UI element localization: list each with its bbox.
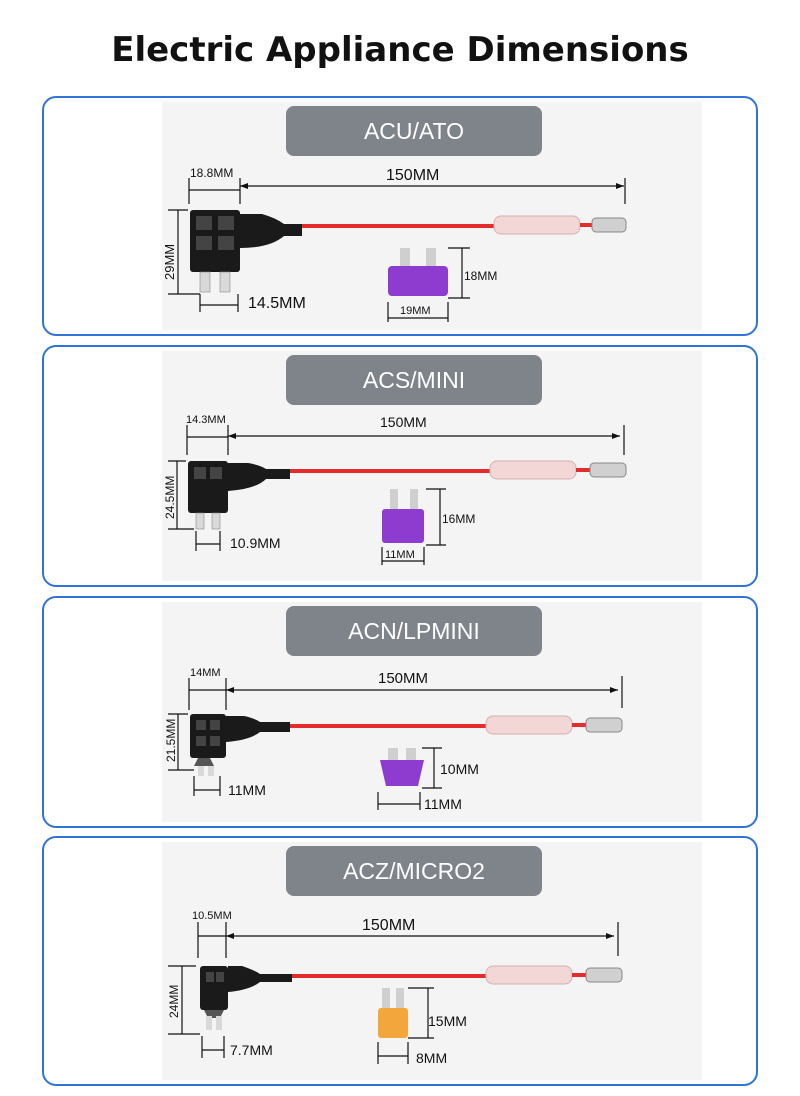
prong-width-dimension: 10.9MM <box>195 531 281 551</box>
fuse-holder <box>190 210 302 293</box>
holder-width-label: 14.3MM <box>186 414 226 426</box>
wire-and-terminal <box>290 460 627 480</box>
panel-acs-mini: ACS/MINI 14.3MM 150MM 24.5MM <box>42 345 758 587</box>
fuse-height-dimension: 10MM <box>422 747 479 789</box>
fuse-height-dimension: 15MM <box>408 987 467 1039</box>
fuse-width-label: 8MM <box>416 1050 447 1066</box>
holder-width-label: 10.5MM <box>192 910 232 922</box>
fuse-tap-diagram: 10.5MM 150MM 24MM 7.7MM <box>167 910 623 1066</box>
holder-height-dimension: 21.5MM <box>164 713 194 771</box>
fuse-width-dimension: 11MM <box>377 792 462 812</box>
holder-width-dimension: 14MM <box>188 667 227 710</box>
cable-length-label: 150MM <box>378 670 428 687</box>
fuse-type-label: ACZ/MICRO2 <box>286 846 542 896</box>
holder-height-label: 24.5MM <box>163 476 177 519</box>
holder-width-dimension: 18.8MM <box>188 166 241 204</box>
prong-width-dimension: 7.7MM <box>201 1036 273 1058</box>
fuse-height-label: 18MM <box>464 269 497 283</box>
fuse-blade <box>382 489 424 543</box>
fuse-type-label: ACN/LPMINI <box>286 606 542 656</box>
holder-width-dimension: 14.3MM <box>186 414 229 455</box>
prong-width-label: 10.9MM <box>230 535 281 551</box>
holder-height-label: 29MM <box>162 244 177 280</box>
fuse-width-label: 11MM <box>385 549 415 561</box>
cable-length-label: 150MM <box>362 917 415 934</box>
cable-length-dimension: 150MM <box>226 670 623 708</box>
cable-length-dimension: 150MM <box>228 414 625 455</box>
fuse-width-dimension: 19MM <box>387 302 449 322</box>
holder-width-dimension: 10.5MM <box>192 910 232 958</box>
fuse-blade <box>378 988 408 1038</box>
holder-width-label: 14MM <box>190 667 221 679</box>
prong-width-dimension: 14.5MM <box>199 294 306 312</box>
fuse-blade <box>380 748 424 786</box>
prong-width-label: 7.7MM <box>230 1042 273 1058</box>
fuse-width-dimension: 8MM <box>377 1042 447 1066</box>
wire-and-terminal <box>302 215 627 235</box>
fuse-height-label: 10MM <box>440 761 479 777</box>
prong-width-label: 14.5MM <box>248 295 306 312</box>
fuse-tap-diagram: 14.3MM 150MM 24.5MM 10.9MM <box>163 414 627 565</box>
fuse-height-label: 15MM <box>428 1013 467 1029</box>
fuse-type-label: ACU/ATO <box>286 106 542 156</box>
fuse-tap-diagram: 18.8MM 150MM 29MM <box>162 166 627 322</box>
fuse-height-label: 16MM <box>442 512 475 526</box>
fuse-holder <box>190 714 290 776</box>
panel-acz-micro2: ACZ/MICRO2 10.5MM 150MM 24MM <box>42 836 758 1086</box>
fuse-height-dimension: 18MM <box>448 247 497 299</box>
holder-height-label: 24MM <box>167 985 181 1018</box>
cable-length-dimension: 150MM <box>226 917 619 956</box>
prong-width-label: 11MM <box>228 782 266 798</box>
holder-height-dimension: 24.5MM <box>163 460 194 530</box>
holder-height-dimension: 29MM <box>162 209 200 295</box>
wire-and-terminal <box>290 715 623 735</box>
holder-height-dimension: 24MM <box>167 965 200 1035</box>
fuse-width-label: 19MM <box>400 305 431 317</box>
fuse-tap-diagram: 14MM 150MM 21.5MM <box>164 667 623 812</box>
fuse-type-label: ACS/MINI <box>286 355 542 405</box>
prong-width-dimension: 11MM <box>193 776 266 798</box>
cable-length-dimension: 150MM <box>240 167 626 204</box>
panel-acu-ato: ACU/ATO 18.8MM 150MM 29MM <box>42 96 758 336</box>
fuse-blade <box>388 248 448 296</box>
page-title: Electric Appliance Dimensions <box>111 30 689 70</box>
fuse-width-dimension: 11MM <box>381 547 425 565</box>
cable-length-label: 150MM <box>386 167 439 184</box>
holder-height-label: 21.5MM <box>164 719 178 762</box>
fuse-height-dimension: 16MM <box>426 488 475 546</box>
panel-acn-lpmini: ACN/LPMINI 14MM 150MM 21.5MM <box>42 596 758 828</box>
holder-width-label: 18.8MM <box>190 166 233 180</box>
wire-and-terminal <box>292 965 623 985</box>
cable-length-label: 150MM <box>380 414 427 430</box>
fuse-width-label: 11MM <box>424 796 462 812</box>
fuse-holder <box>188 461 290 530</box>
fuse-holder <box>200 966 292 1030</box>
